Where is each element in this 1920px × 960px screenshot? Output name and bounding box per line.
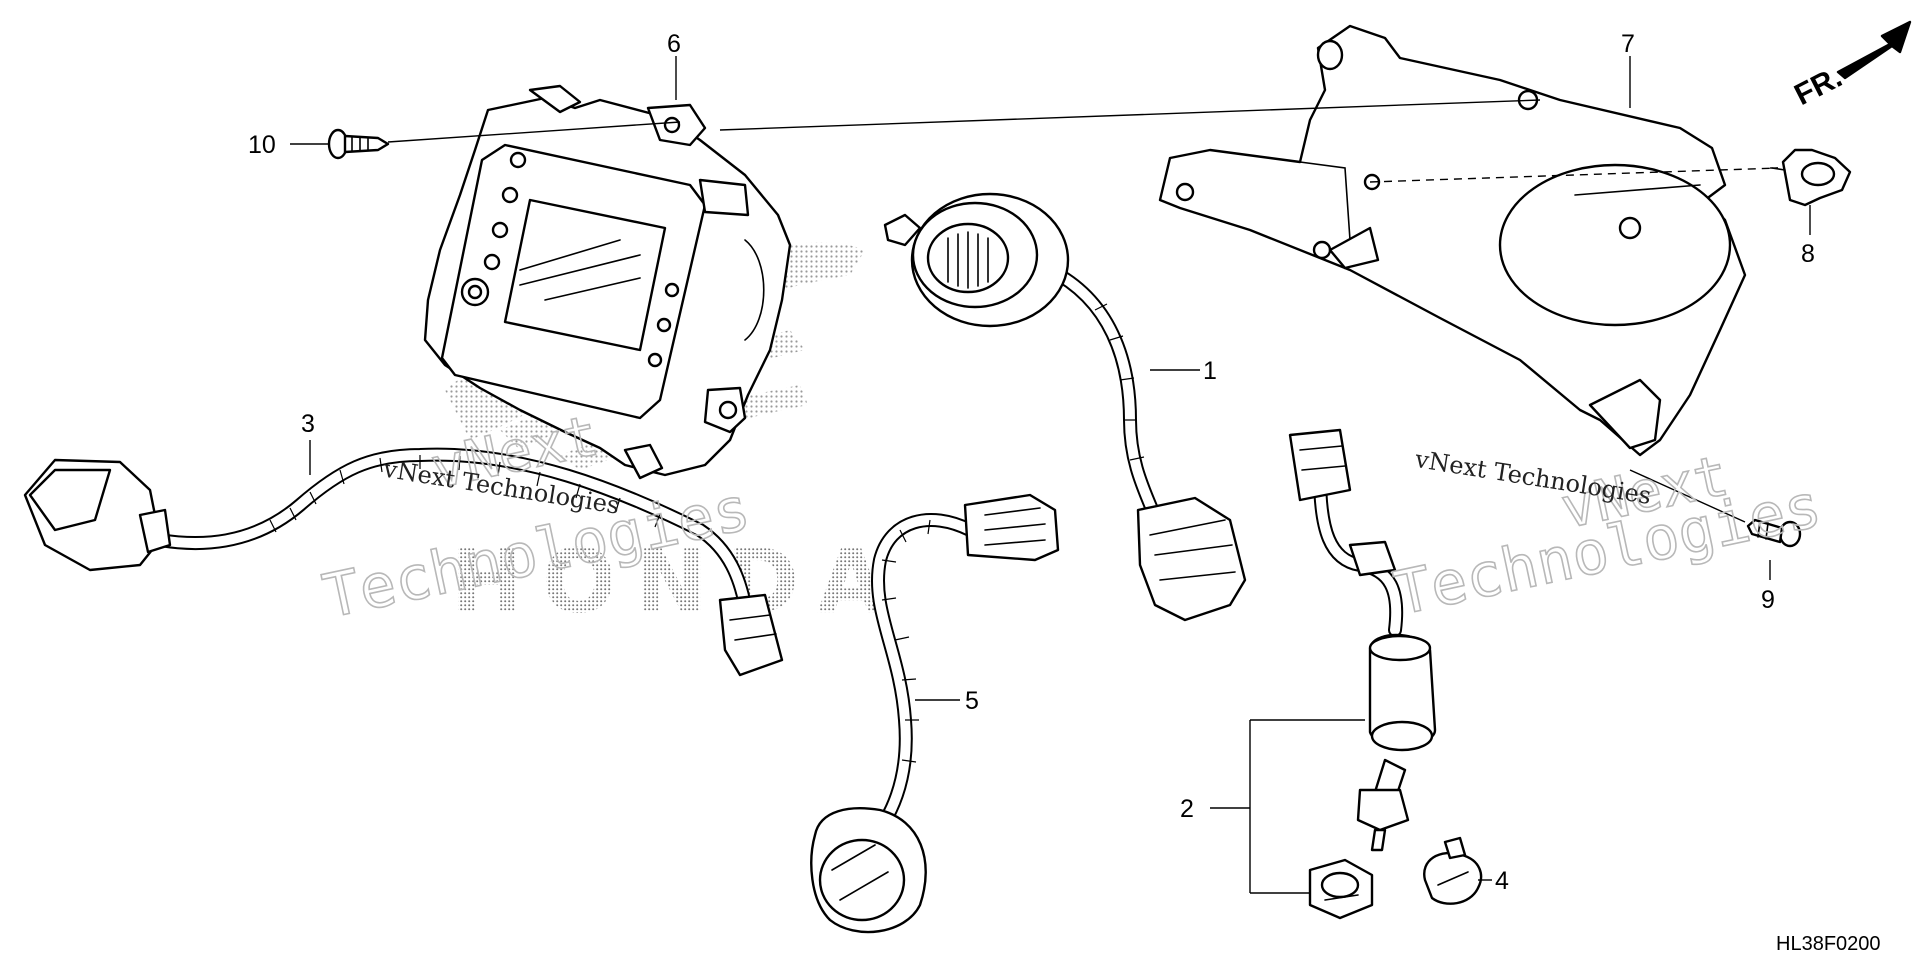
callout-1: 1	[1203, 357, 1217, 385]
part-8-clip	[1771, 148, 1852, 207]
part-5-harness	[810, 493, 1060, 934]
part-9-bolt	[1746, 518, 1802, 548]
part-6-meter-display	[423, 84, 792, 480]
callout-4: 4	[1495, 867, 1509, 895]
part-4-key-cap	[1423, 836, 1483, 905]
callout-2: 2	[1180, 795, 1194, 823]
part-1-socket-harness	[883, 192, 1247, 622]
part-10-screw	[327, 128, 390, 160]
callout-9: 9	[1761, 586, 1775, 614]
part-3-harness	[23, 447, 784, 677]
callout-10: 10	[248, 131, 276, 159]
callout-3: 3	[301, 410, 315, 438]
callout-5: 5	[965, 687, 979, 715]
front-direction-label: FR.	[1789, 61, 1847, 112]
front-direction-arrow: FR.	[1789, 20, 1912, 112]
part-2-ignition-switch	[1288, 428, 1437, 920]
diagram-code: HL38F0200	[1776, 933, 1881, 955]
callout-6: 6	[667, 30, 681, 58]
watermark-text-right-small: vNext Technologies	[1412, 445, 1653, 510]
callout-8: 8	[1801, 240, 1815, 268]
leader-lines	[290, 56, 1811, 894]
honda-logo-watermark: HONDA	[450, 530, 903, 633]
callout-7: 7	[1621, 30, 1635, 58]
part-7-bracket	[1158, 24, 1747, 457]
callout-labels: 1 2 3 4 5 6 7 8 9 10	[248, 30, 1815, 895]
